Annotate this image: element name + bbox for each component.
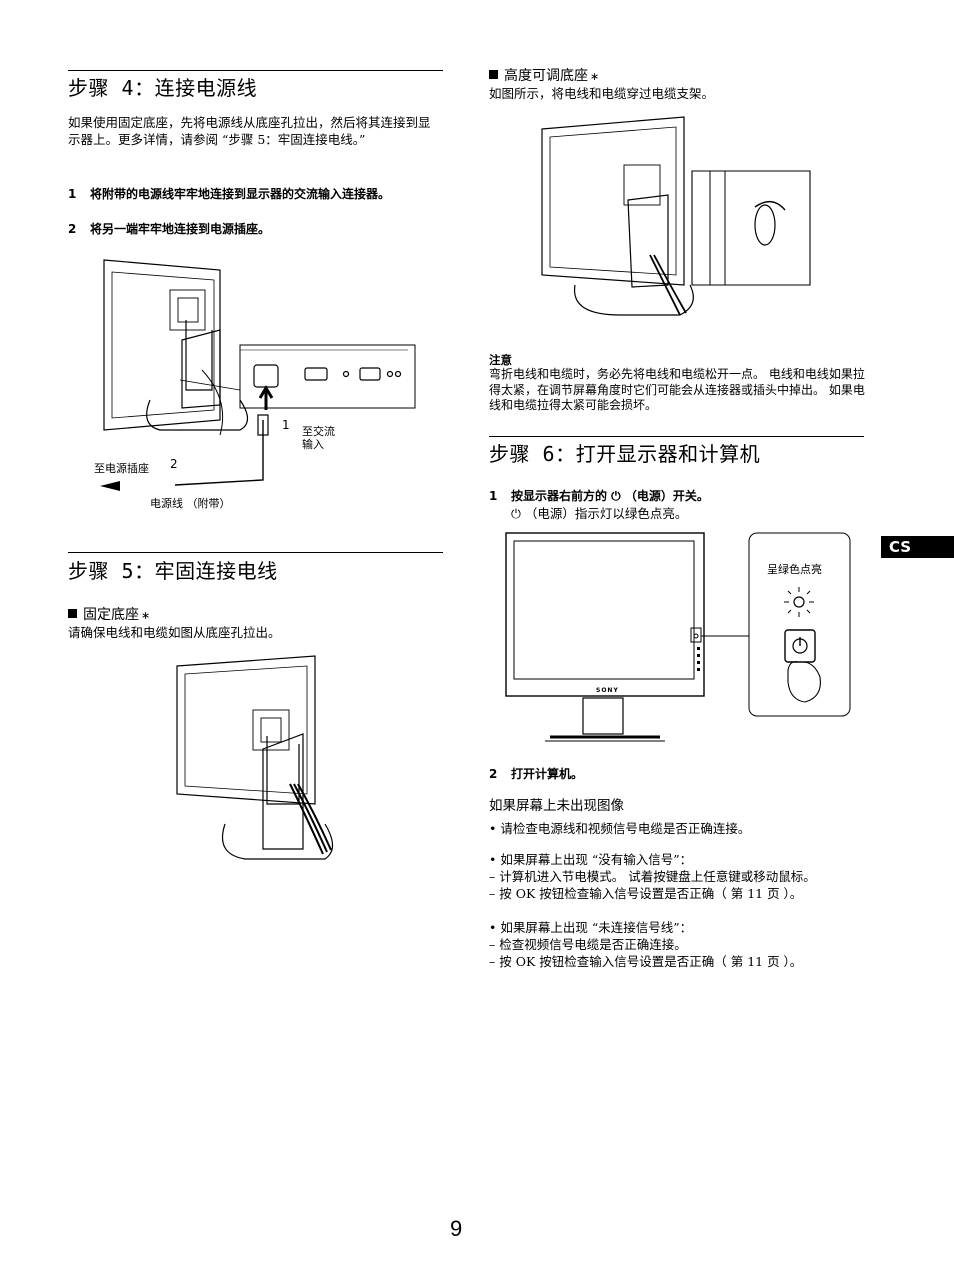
step4-rule [68,70,443,71]
step6-item-1-sub: ⏻ （电源）指示灯以绿色点亮。 [511,506,688,521]
no-image-bullet-3-dash-1: – 检查视频信号电缆是否正确连接。 [489,937,687,952]
no-image-bullet-2-dash-2: – 按 OK 按钮检查输入信号设置是否正确（ 第 11 页 ）。 [489,886,803,901]
note-title: 注意 [489,353,512,367]
note-text: 弯折电线和电缆时，务必先将电线和电缆松开一点。 电线和电线如果拉得太紧，在调节屏… [489,367,865,412]
height-stand-heading: 高度可调底座∗ [489,67,599,86]
callout-2-number: 2 [170,457,178,471]
step4-intro: 如果使用固定底座，先将电源线从底座孔拉出，然后将其连接到显示器上。更多详情，请参… [68,115,431,147]
step4-title: 步骤 4：连接电源线 [68,76,258,100]
brand-logo: SONY [596,687,619,694]
callout-1-text: 至交流 输入 [302,425,335,451]
power-connection-illustration [100,259,416,491]
cable-label: 电源线 （附带） [150,497,231,510]
no-image-bullet-2: • 如果屏幕上出现 “没有输入信号”： [489,852,693,867]
page-number: 9 [450,1216,463,1241]
fixed-stand-illustration [176,655,334,860]
height-stand-text: 如图所示，将电线和电缆穿过电缆支架。 [489,86,715,101]
green-light-callout: 呈绿色点亮 [767,563,822,576]
step5-rule [68,552,443,553]
step5-title: 步骤 5：牢固连接电线 [68,559,278,583]
power-on-illustration [505,532,851,742]
square-bullet-icon [68,609,77,618]
step6-title: 步骤 6：打开显示器和计算机 [489,442,761,466]
fixed-stand-text: 请确保电线和电缆如图从底座孔拉出。 [68,625,281,640]
callout-1-number: 1 [282,418,290,432]
square-bullet-icon [489,70,498,79]
callout-2-text: 至电源插座 [94,462,149,475]
step6-rule [489,436,864,437]
no-image-bullet-1: • 请检查电源线和视频信号电缆是否正确连接。 [489,821,751,836]
no-image-heading: 如果屏幕上未出现图像 [489,798,624,814]
language-tab: CS [881,536,954,558]
height-stand-illustration [541,116,811,316]
no-image-bullet-3: • 如果屏幕上出现 “未连接信号线”： [489,920,693,935]
no-image-bullet-3-dash-2: – 按 OK 按钮检查输入信号设置是否正确（ 第 11 页 ）。 [489,954,803,969]
fixed-stand-heading: 固定底座∗ [68,606,150,625]
no-image-bullet-2-dash-1: – 计算机进入节电模式。 试着按键盘上任意键或移动鼠标。 [489,869,816,884]
